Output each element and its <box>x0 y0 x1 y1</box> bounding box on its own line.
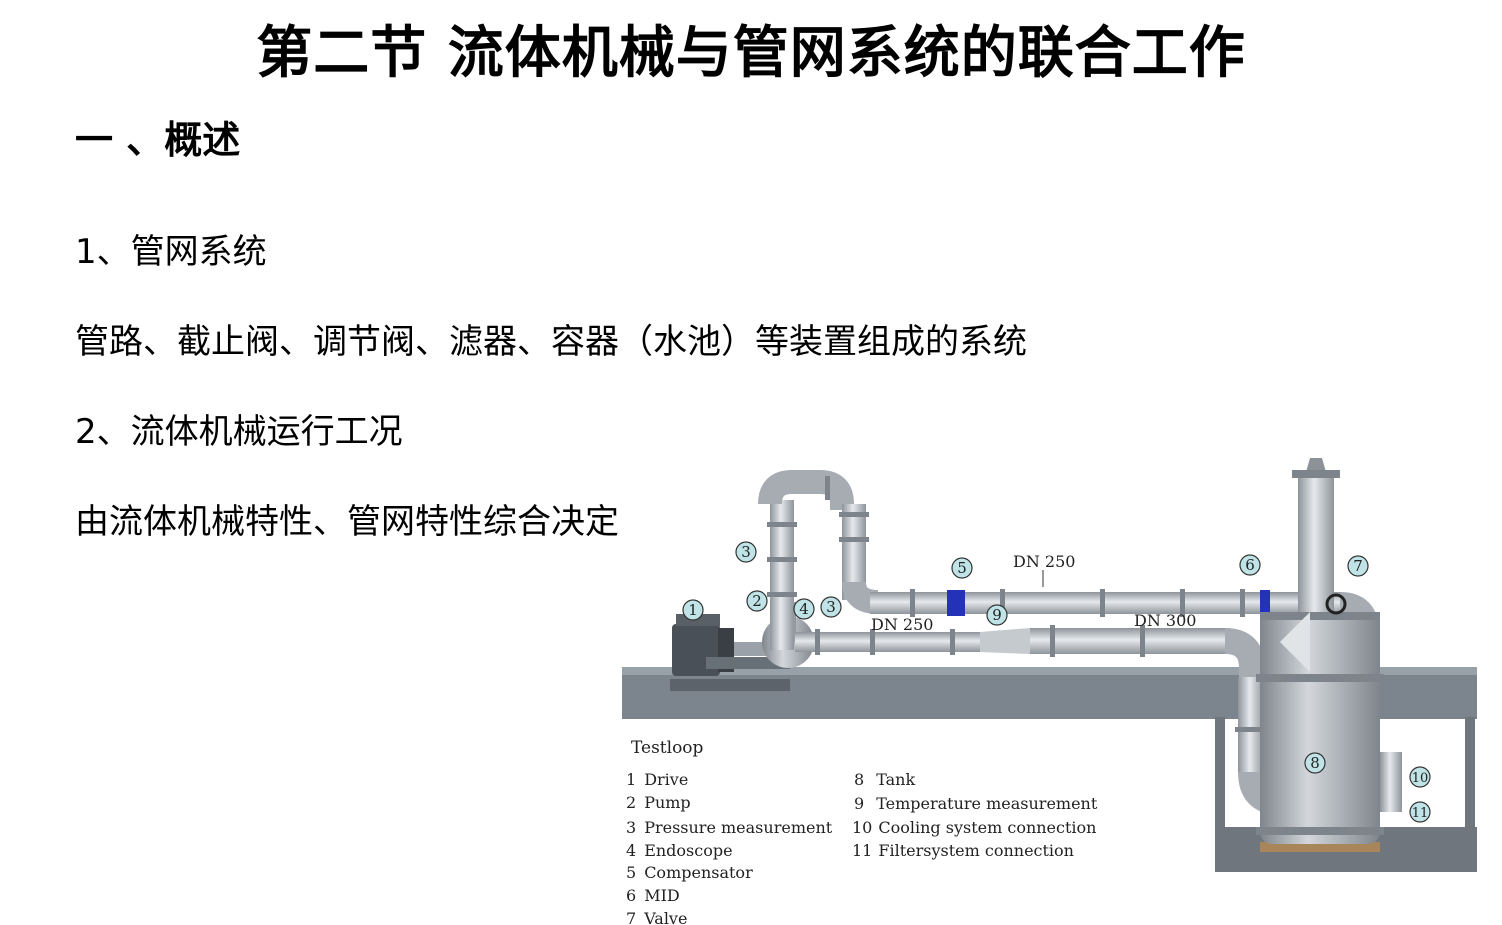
marker-2: 2 <box>752 592 762 610</box>
tank <box>1256 458 1384 844</box>
marker-3b: 3 <box>826 598 836 616</box>
section-heading: 一 、概述 <box>75 118 241 162</box>
marker-7: 7 <box>1353 557 1363 575</box>
marker-6: 6 <box>1245 556 1255 574</box>
marker-3a: 3 <box>741 543 751 561</box>
pipe-label-lower-left: DN 250 <box>871 615 933 634</box>
pipe-network-description: 管路、截止阀、调节阀、滤器、容器（水池）等装置组成的系统 <box>75 322 1027 362</box>
marker-1: 1 <box>688 601 698 619</box>
marker-11: 11 <box>1412 806 1429 821</box>
marker-10: 10 <box>1412 771 1429 786</box>
item-operating-condition: 2、流体机械运行工况 <box>75 412 403 452</box>
pipework <box>758 470 1402 815</box>
item-pipe-network: 1、管网系统 <box>75 232 267 272</box>
marker-9: 9 <box>992 606 1002 624</box>
pipe-label-upper: DN 250 <box>1013 552 1075 571</box>
operating-condition-description: 由流体机械特性、管网特性综合决定 <box>75 502 619 542</box>
testloop-diagram: DN 250 DN 250 DN 300 1 2 3 3 4 5 9 <box>622 458 1477 925</box>
pipe-label-lower-right: DN 300 <box>1134 611 1196 630</box>
marker-8: 8 <box>1310 754 1320 772</box>
markers: 1 2 3 3 4 5 9 6 7 8 10 11 <box>682 541 1431 823</box>
caption-title: Testloop <box>631 738 704 758</box>
marker-5: 5 <box>957 559 967 577</box>
slide-title: 第二节 流体机械与管网系统的联合工作 <box>256 21 1246 86</box>
marker-4: 4 <box>799 600 809 618</box>
